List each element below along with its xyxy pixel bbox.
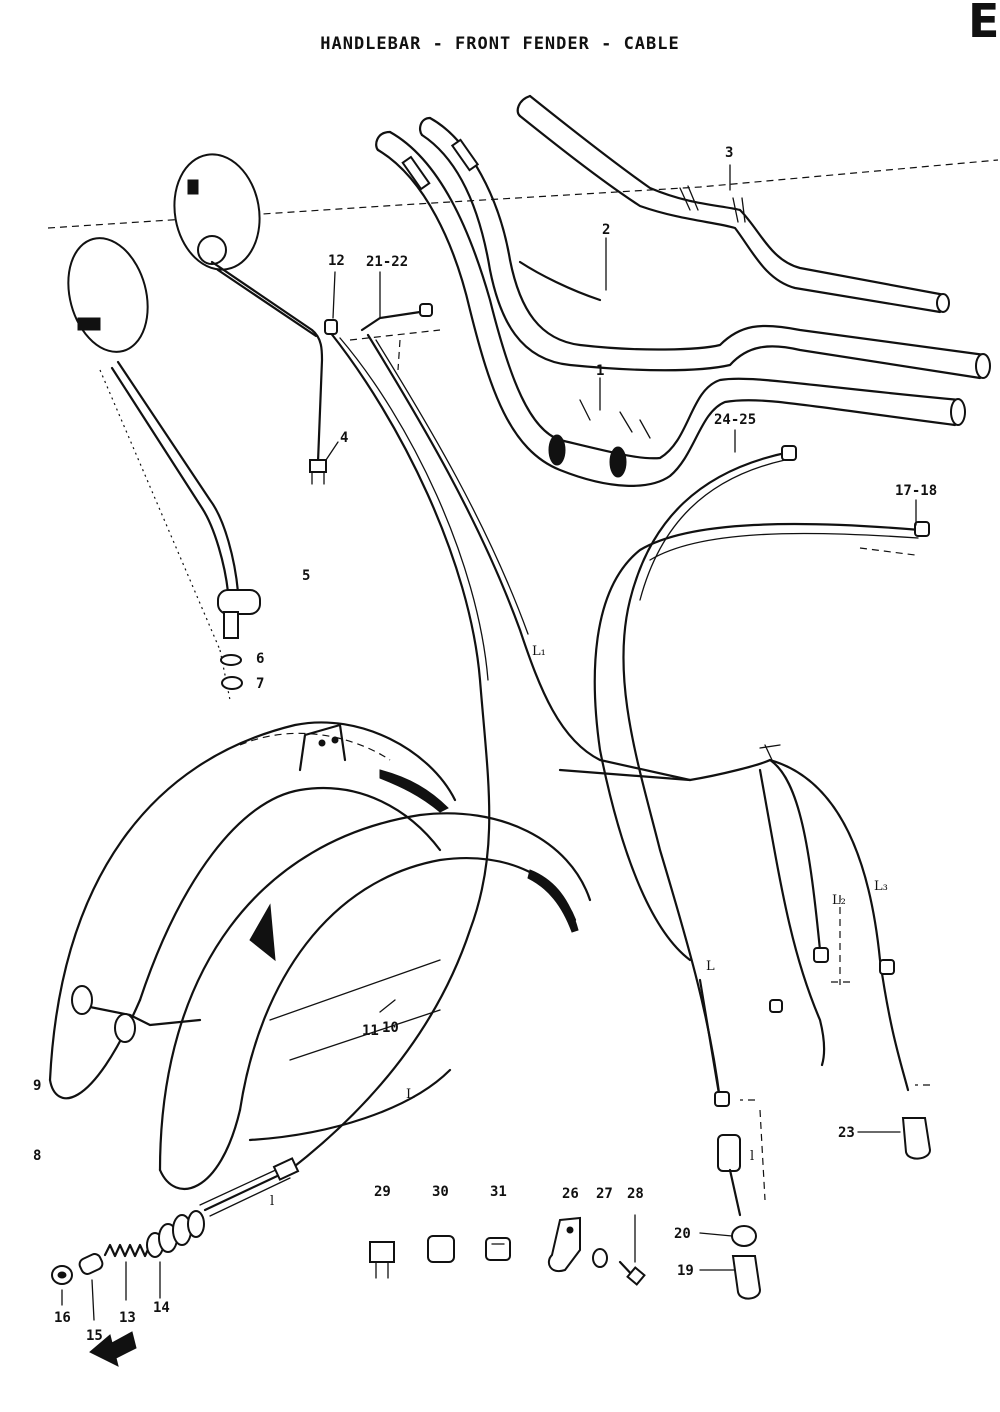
callout-12: 12 [328,253,345,269]
washer-6 [220,654,242,666]
mirror-5 [67,237,261,701]
bracket-28 [547,1216,581,1273]
cable-12-21-22 [288,303,692,1172]
callout-28: 28 [627,1186,644,1202]
callout-4: 4 [340,430,348,446]
callout-14: 14 [153,1300,170,1316]
callout-5: 5 [302,568,310,584]
dim-L1: L₁ [532,644,546,659]
dim-L2: L₂ [832,893,846,908]
page-title: HANDLEBAR - FRONT FENDER - CABLE [320,34,680,54]
callout-8: 8 [33,1148,41,1164]
callout-3: 3 [725,145,733,161]
dim-L: L [706,959,715,974]
callout-1: 1 [596,363,604,379]
leader-lines [61,164,930,1321]
callout-13: 13 [119,1310,136,1326]
handlebar-1 [375,130,966,487]
spring-13 [103,1243,152,1258]
dim-L3: L₃ [874,879,888,894]
callout-26: 26 [562,1186,579,1202]
cable-24-25 [622,445,797,1102]
callout-23: 23 [838,1125,855,1141]
front-fender [48,721,592,1191]
cap-23 [901,1117,932,1160]
boot-14 [146,1210,205,1258]
clip-29 [369,1241,395,1279]
bolt-29b [618,1260,646,1286]
callout-2: 2 [602,222,610,238]
callout-15: 15 [86,1328,103,1344]
dim-l: l [750,1149,754,1164]
callout-11: 11 [362,1023,379,1039]
dim-L-fender: L [406,1087,415,1102]
cap-19 [731,1255,762,1300]
callout-27: 27 [596,1186,613,1202]
callout-7: 7 [256,676,264,692]
washer-27 [592,1248,608,1268]
callout-31: 31 [490,1184,507,1200]
brake-cable-lower-right [698,978,742,1217]
clip-30 [427,1235,455,1263]
callout-17-18: 17-18 [895,483,937,499]
callout-16: 16 [54,1310,71,1326]
callout-29: 29 [374,1184,391,1200]
page-section-letter: E [968,0,1000,48]
handlebar-3 [516,94,950,314]
callout-10: 10 [382,1020,399,1036]
front-direction-arrow-icon [89,1331,137,1367]
clip-31 [485,1237,511,1261]
nut-7 [221,676,243,690]
callout-19: 19 [677,1263,694,1279]
callout-21-22: 21-22 [366,254,408,270]
callout-9: 9 [33,1078,41,1094]
cable-17-18 [593,521,930,962]
callout-20: 20 [674,1226,691,1242]
throttle-cable-branch [558,744,910,1092]
mirror-4 [173,153,327,485]
nut-20 [731,1225,757,1247]
adjuster-15 [78,1253,104,1275]
handlebar-2 [419,116,991,380]
callout-30: 30 [432,1184,449,1200]
callout-24-25: 24-25 [714,412,756,428]
callout-6: 6 [256,651,264,667]
dim-l2: l [270,1194,274,1209]
brake-cable-lower [199,1157,300,1217]
